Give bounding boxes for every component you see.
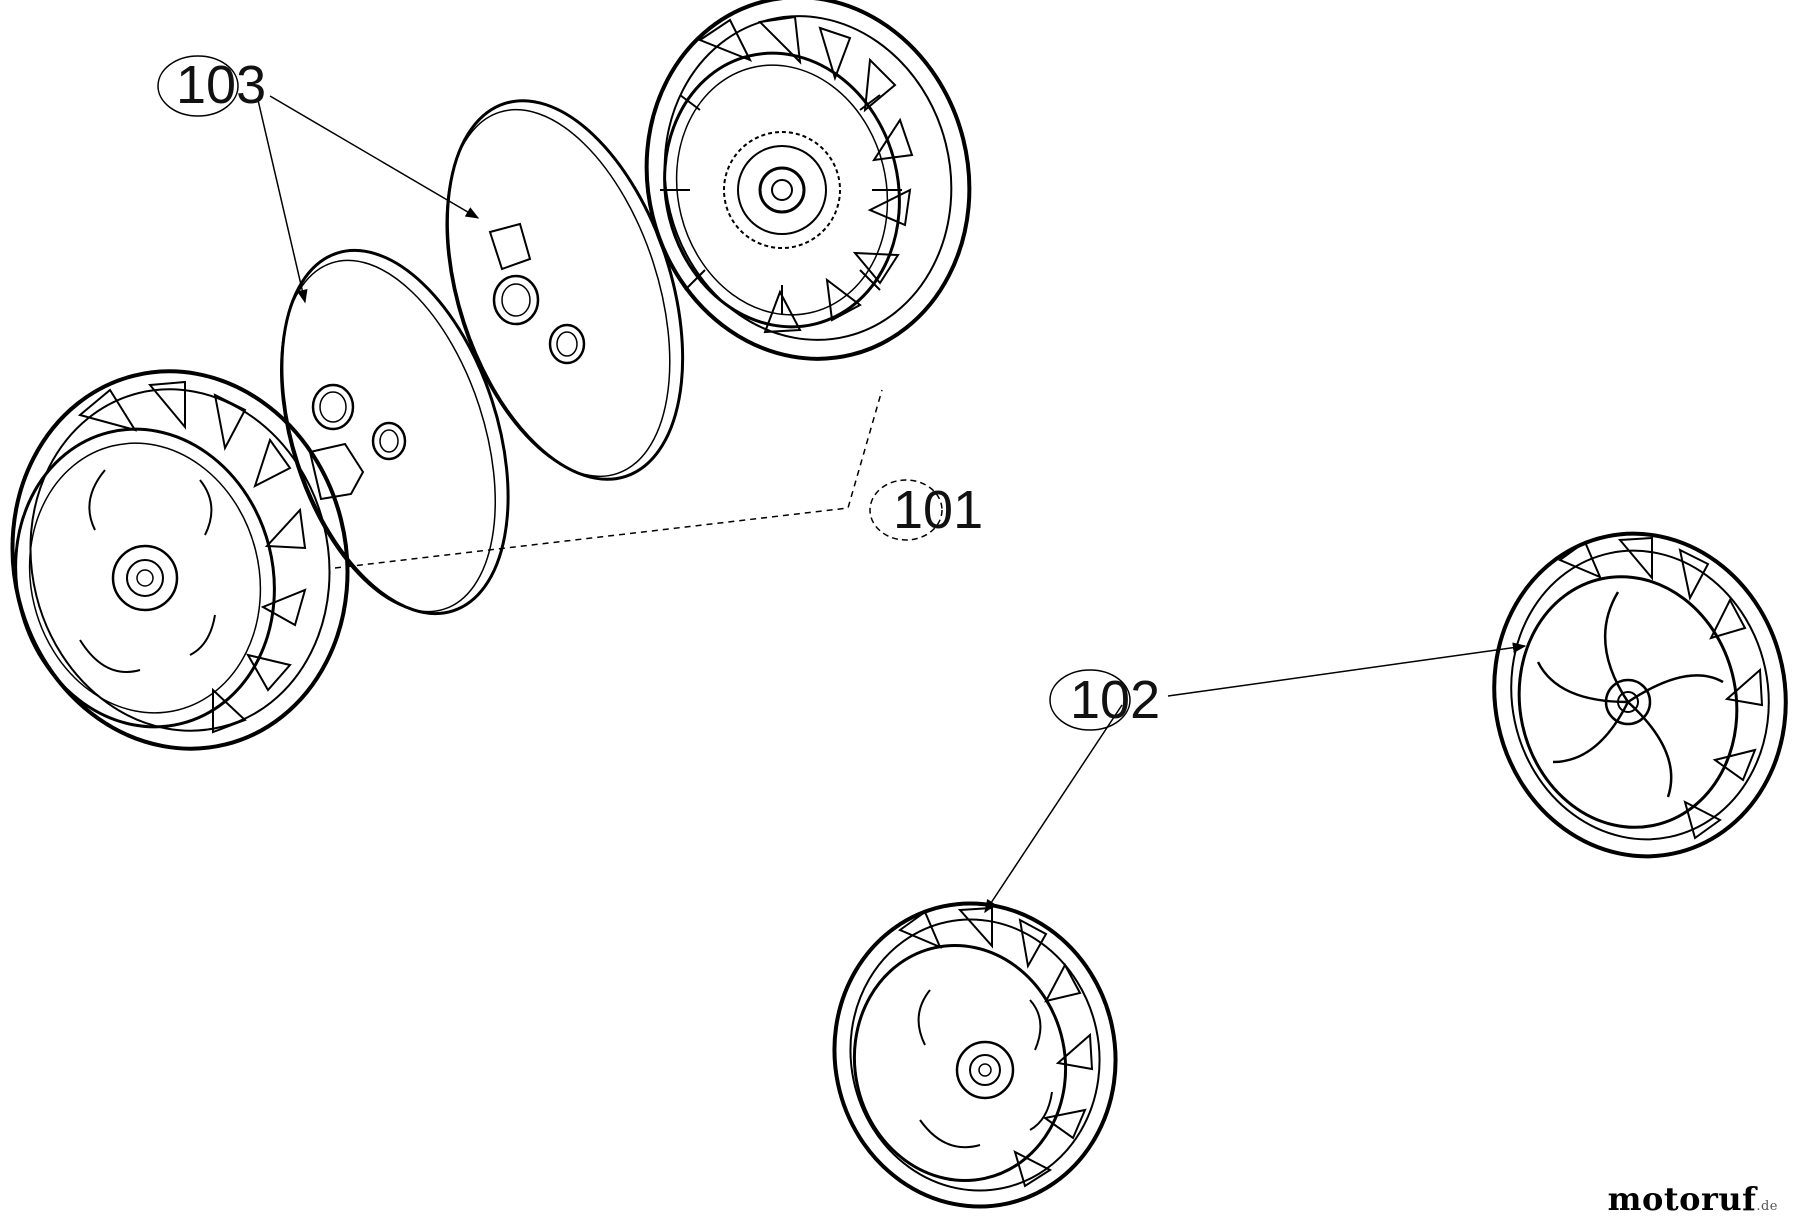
leader-102-to-bottom-wheel xyxy=(984,704,1123,914)
callout-102: 102 xyxy=(1049,669,1160,731)
leader-103-to-outer-cap xyxy=(269,95,480,219)
watermark-suffix: .de xyxy=(1756,1199,1778,1214)
watermark-logo: motoruf.de xyxy=(1608,1180,1778,1218)
leader-103-to-inner-cap xyxy=(257,99,308,304)
callout-101: 101 xyxy=(869,479,983,541)
leader-lines xyxy=(257,95,1527,914)
hub-cap-outer xyxy=(445,99,685,481)
rear-wheel-left xyxy=(10,369,350,751)
callout-label-102: 102 xyxy=(1070,670,1160,730)
watermark-brand: motoruf xyxy=(1607,1180,1757,1218)
leader-102-to-right-wheel xyxy=(1167,642,1527,697)
front-wheel-bottom xyxy=(832,901,1118,1209)
hub-cap-inner xyxy=(280,248,510,616)
callout-label-103: 103 xyxy=(176,55,266,115)
callout-label-101: 101 xyxy=(893,480,983,540)
leader-101 xyxy=(334,389,883,569)
callout-103: 103 xyxy=(157,55,266,117)
front-wheel-right xyxy=(1492,531,1788,859)
rear-wheel-right xyxy=(644,0,972,361)
